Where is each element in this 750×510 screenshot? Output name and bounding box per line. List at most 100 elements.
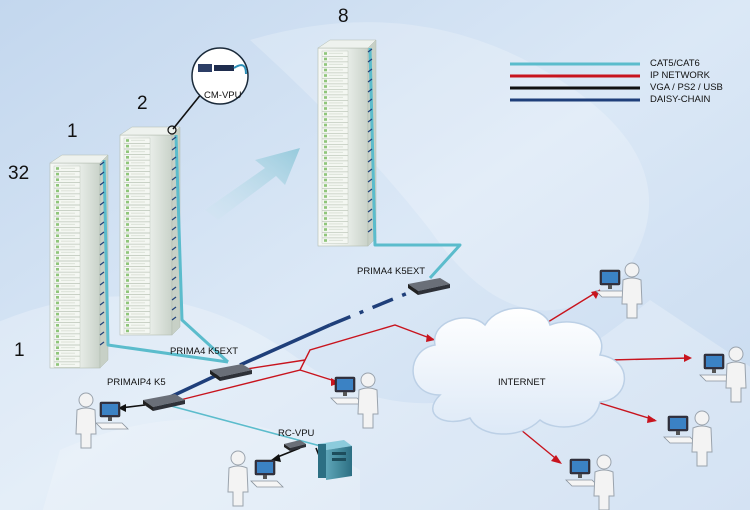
rack-8-label: 8 (338, 6, 349, 27)
server-unit (123, 176, 151, 183)
cm-vpu-callout (167, 47, 249, 135)
server-unit (321, 56, 349, 63)
rc-vpu-device (284, 440, 306, 451)
rack-cable-stubs (99, 48, 373, 346)
server-unit (53, 277, 81, 284)
server-unit (53, 255, 81, 262)
server-unit (321, 89, 349, 96)
server-unit (123, 199, 151, 206)
server-unit (123, 165, 151, 172)
server-unit (123, 137, 151, 144)
cat5-cables (102, 47, 462, 449)
server-unit (123, 154, 151, 161)
cm-vpu-label: CM-VPU (204, 90, 242, 101)
server-unit (53, 210, 81, 217)
rack-2-label: 2 (137, 93, 148, 114)
server-unit (321, 215, 349, 222)
server-unit (53, 283, 81, 290)
server-unit (321, 67, 349, 74)
server-unit (53, 344, 81, 351)
server-unit (321, 111, 349, 118)
server-unit (53, 299, 81, 307)
server-unit (53, 266, 81, 273)
server-unit (123, 243, 151, 251)
rc-vpu-label: RC-VPU (278, 428, 315, 439)
server-unit (321, 122, 349, 129)
server-unit (123, 232, 151, 239)
server-unit (321, 221, 349, 228)
rack-1-label: 1 (67, 121, 78, 142)
server-unit (321, 166, 349, 173)
pc-tower (318, 440, 352, 480)
server-rack-2 (119, 126, 181, 336)
server-rack-1 (49, 154, 109, 369)
server-unit (321, 61, 349, 68)
server-unit (123, 148, 151, 155)
server-unit (123, 227, 151, 234)
server-unit (321, 160, 349, 167)
legend (510, 62, 640, 102)
server-unit (123, 311, 151, 318)
server-unit (53, 187, 81, 195)
legend-label-ip: IP NETWORK (650, 70, 710, 81)
server-unit (123, 182, 151, 189)
server-rack-8 (317, 39, 377, 247)
server-unit (53, 215, 81, 223)
prima4-k5ext-top-label: PRIMA4 K5EXT (357, 266, 426, 277)
server-unit (123, 187, 151, 195)
server-unit (123, 238, 151, 245)
primaip4-k5-label: PRIMAIP4 K5 (107, 377, 166, 388)
server-unit (321, 144, 349, 151)
server-unit (123, 221, 151, 228)
server-unit (53, 305, 81, 312)
server-unit (123, 210, 151, 217)
server-unit (123, 277, 151, 284)
server-unit (321, 193, 349, 200)
server-unit (123, 288, 151, 295)
prima4-k5ext-mid-label: PRIMA4 K5EXT (170, 346, 239, 357)
primaip4-k5-device (143, 394, 185, 411)
legend-label-daisy: DAISY-CHAIN (650, 94, 711, 105)
server-unit (123, 249, 151, 256)
internet-label: INTERNET (498, 377, 546, 388)
server-unit (53, 176, 81, 183)
server-unit (123, 283, 151, 290)
prima4-k5ext-top-device (408, 278, 450, 295)
server-unit (321, 155, 349, 162)
rack-32-label: 32 (8, 163, 30, 184)
server-unit (123, 260, 151, 267)
server-unit (53, 227, 81, 234)
server-unit (53, 232, 81, 239)
rack-1-bottom-label: 1 (14, 340, 25, 361)
server-unit (321, 105, 349, 112)
legend-label-cat5: CAT5/CAT6 (650, 58, 700, 69)
server-unit (321, 94, 349, 101)
server-unit (321, 210, 349, 217)
server-unit (53, 327, 81, 335)
server-unit (321, 78, 349, 85)
server-unit (53, 361, 81, 368)
server-unit (321, 199, 349, 206)
server-unit (321, 188, 349, 195)
server-unit (53, 182, 81, 189)
server-unit (321, 182, 349, 189)
server-unit (53, 204, 81, 211)
server-unit (123, 299, 151, 307)
internet-cloud (412, 307, 626, 435)
server-unit (53, 322, 81, 329)
server-unit (53, 350, 81, 357)
server-unit (53, 316, 81, 323)
legend-label-vga: VGA / PS2 / USB (650, 82, 723, 93)
server-unit (321, 116, 349, 123)
server-unit (123, 316, 151, 323)
server-unit (321, 177, 349, 184)
server-unit (123, 204, 151, 211)
server-unit (53, 238, 81, 245)
server-unit (321, 138, 349, 145)
server-unit (123, 159, 151, 167)
server-unit (53, 333, 81, 340)
prima4-k5ext-mid-device (210, 364, 252, 381)
server-unit (123, 171, 151, 178)
server-unit (53, 260, 81, 267)
server-unit (123, 294, 151, 301)
